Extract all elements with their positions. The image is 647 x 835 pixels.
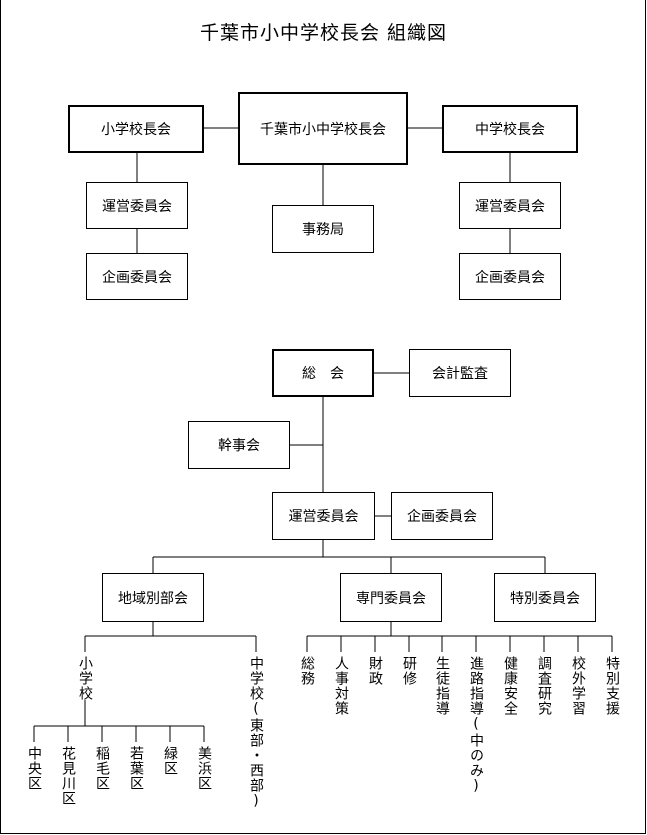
committee-label: 健康安全 <box>502 656 518 716</box>
steering-committee-box: 運営委員会 <box>272 492 375 540</box>
jh-steering-box: 運営委員会 <box>459 182 561 229</box>
secretaries-box: 幹事会 <box>188 421 290 469</box>
committee-label: 進路指導(中のみ) <box>468 656 484 795</box>
junior-high-principals-box: 中学校長会 <box>442 105 578 153</box>
committee-label: 特別支援 <box>604 656 620 716</box>
committee-label: 生徒指導 <box>434 656 450 716</box>
specialized-committee-box: 専門委員会 <box>340 573 442 622</box>
ward-label: 花見川区 <box>60 746 76 806</box>
secretariat-box: 事務局 <box>272 205 374 253</box>
ward-label: 美浜区 <box>196 746 212 791</box>
jh-planning-box: 企画委員会 <box>459 253 561 300</box>
committee-label: 研修 <box>401 656 417 686</box>
planning-committee-box: 企画委員会 <box>391 492 493 540</box>
ward-label: 若葉区 <box>128 746 144 791</box>
ward-label: 中央区 <box>26 746 42 791</box>
general-assembly-box: 総 会 <box>272 349 374 397</box>
committee-label: 人事対策 <box>333 656 349 716</box>
ward-label: 稲毛区 <box>94 746 110 791</box>
ward-label: 緑区 <box>162 746 178 776</box>
elem-planning-box: 企画委員会 <box>86 253 188 300</box>
audit-box: 会計監査 <box>409 349 511 397</box>
elem-steering-box: 運営委員会 <box>86 182 188 229</box>
committee-label: 財政 <box>367 656 383 686</box>
city-principals-box: 千葉市小中学校長会 <box>238 92 408 165</box>
elementary-principals-box: 小学校長会 <box>68 105 204 153</box>
page-title: 千葉市小中学校長会 組織図 <box>199 22 448 44</box>
committee-label: 校外学習 <box>570 656 586 716</box>
elementary-school-label: 小学校 <box>77 656 93 701</box>
committee-label: 総務 <box>299 656 315 686</box>
regional-section-box: 地域別部会 <box>102 573 204 622</box>
special-committee-box: 特別委員会 <box>494 573 596 622</box>
committee-label: 調査研究 <box>536 656 552 716</box>
junior-high-school-label: 中学校(東部・西部) <box>248 656 264 810</box>
